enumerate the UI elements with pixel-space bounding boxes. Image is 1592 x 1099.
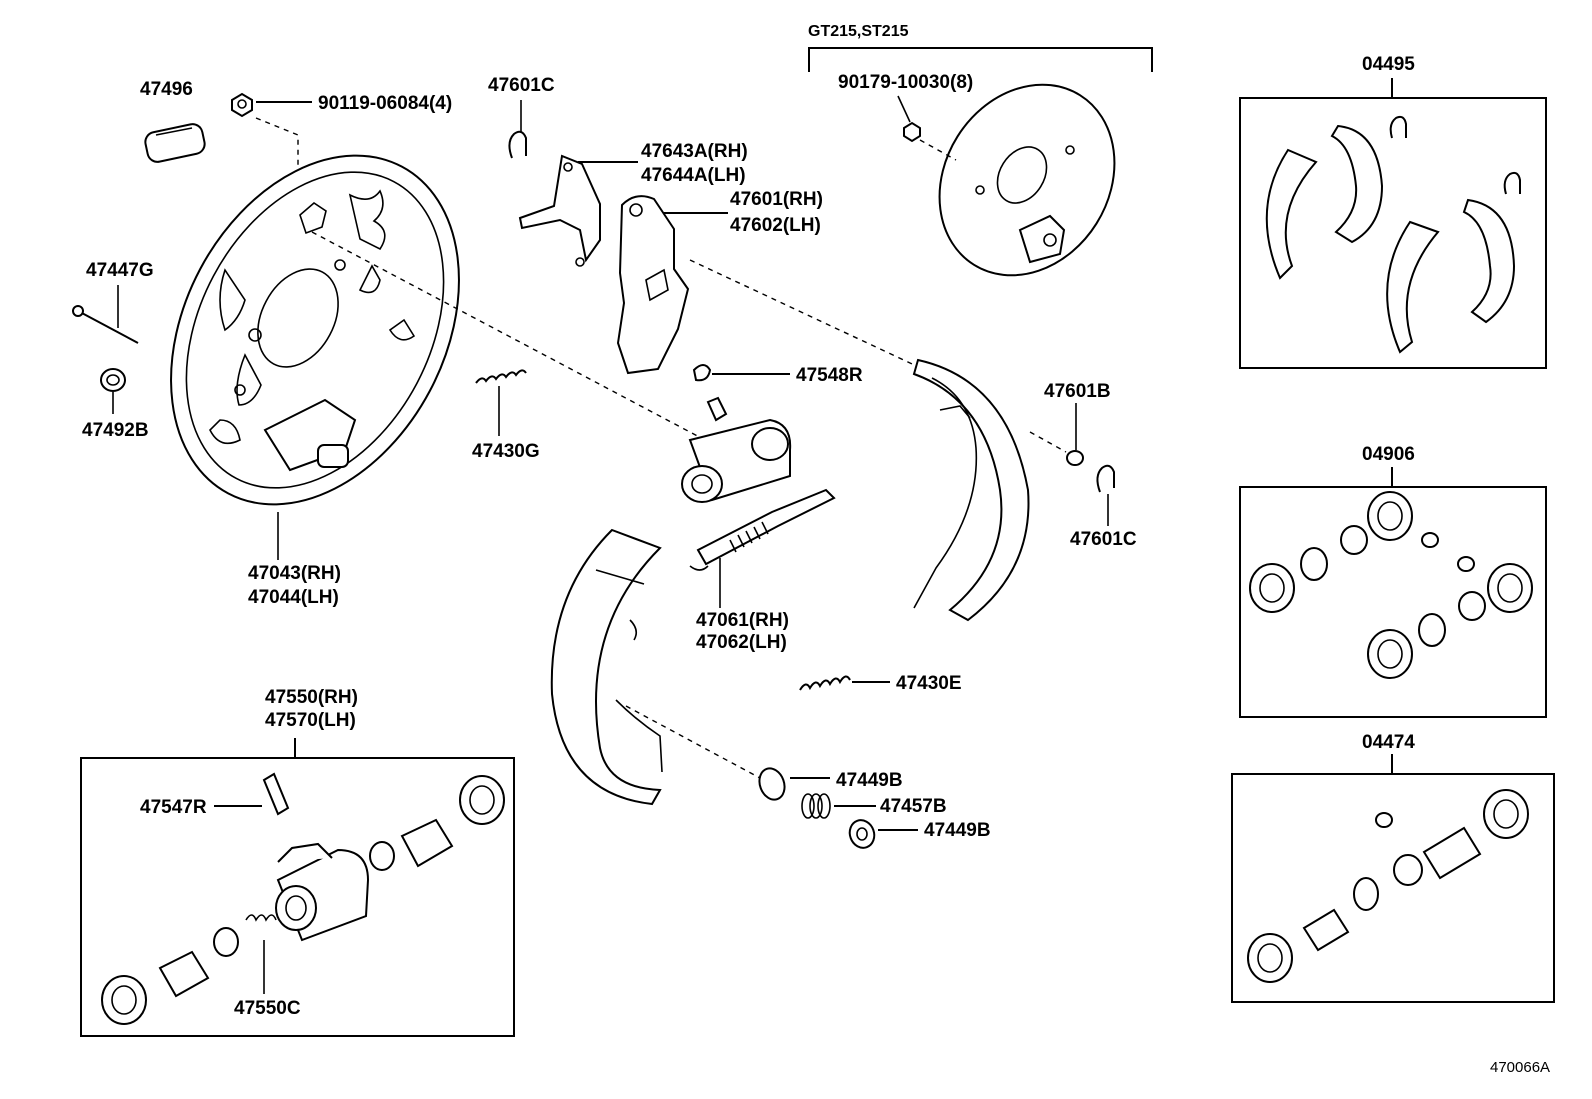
label-47430g: 47430G (472, 441, 540, 462)
label-47601c-top: 47601C (488, 75, 555, 96)
bolt-90119[interactable] (231, 92, 253, 118)
seal-kit-04474[interactable] (1247, 789, 1529, 983)
spring-47430e[interactable] (799, 675, 851, 691)
label-47496: 47496 (140, 79, 193, 100)
lever-47643a[interactable] (518, 154, 601, 267)
backing-plate-gt215[interactable] (904, 52, 1149, 309)
label-47492b: 47492B (82, 420, 149, 441)
cup-47449b-upper[interactable] (755, 765, 788, 803)
label-47061: 47061(RH) (696, 610, 789, 631)
brake-shoe-right[interactable] (912, 358, 1030, 622)
seal-kit-04906[interactable] (1249, 491, 1533, 679)
label-47644a: 47644A(LH) (641, 165, 746, 186)
label-47062: 47062(LH) (696, 632, 787, 653)
adjuster-47061[interactable] (689, 488, 836, 571)
label-47601: 47601(RH) (730, 189, 823, 210)
plug-47496[interactable] (144, 122, 207, 163)
label-47601b: 47601B (1044, 381, 1111, 402)
label-47570: 47570(LH) (265, 710, 356, 731)
wheel-cylinder[interactable] (681, 396, 792, 503)
label-47043: 47043(RH) (248, 563, 341, 584)
spring-47457b[interactable] (801, 793, 831, 819)
clip-47548r[interactable] (692, 364, 712, 382)
label-47550c: 47550C (234, 998, 301, 1019)
label-04495: 04495 (1362, 54, 1415, 75)
label-47601c-right: 47601C (1070, 529, 1137, 550)
wheel-cylinder-assembly[interactable] (101, 772, 505, 1025)
label-04906: 04906 (1362, 444, 1415, 465)
label-90179: 90179-10030(8) (838, 72, 973, 93)
brake-shoe-left[interactable] (550, 528, 663, 806)
cup-47449b-lower[interactable] (846, 817, 878, 852)
spring-47430g[interactable] (475, 369, 527, 384)
lever-47601[interactable] (616, 195, 690, 375)
figure-ref: 470066A (1490, 1059, 1550, 1076)
backing-plate[interactable] (113, 106, 516, 555)
label-47457b: 47457B (880, 796, 947, 817)
grommet-47492b[interactable] (100, 368, 126, 392)
pin-47447g[interactable] (72, 305, 139, 344)
clip-47601c-right[interactable] (1096, 464, 1115, 493)
label-47643a: 47643A(RH) (641, 141, 748, 162)
label-04474: 04474 (1362, 732, 1415, 753)
label-47430e: 47430E (896, 673, 962, 694)
label-47548r: 47548R (796, 365, 863, 386)
group-header: GT215,ST215 (808, 23, 909, 40)
label-47602: 47602(LH) (730, 215, 821, 236)
shoe-kit-04495[interactable] (1265, 115, 1521, 354)
bolt-90179[interactable] (903, 121, 921, 143)
label-47449b-1: 47449B (836, 770, 903, 791)
clip-47601b[interactable] (1066, 450, 1084, 466)
label-47447g: 47447G (86, 260, 154, 281)
label-47547r: 47547R (140, 797, 207, 818)
label-90119: 90119-06084(4) (318, 93, 452, 114)
clip-47601c-top[interactable] (508, 130, 527, 159)
kit-box-47550 (80, 757, 515, 1037)
label-47449b-2: 47449B (924, 820, 991, 841)
label-47550: 47550(RH) (265, 687, 358, 708)
label-47044: 47044(LH) (248, 587, 339, 608)
